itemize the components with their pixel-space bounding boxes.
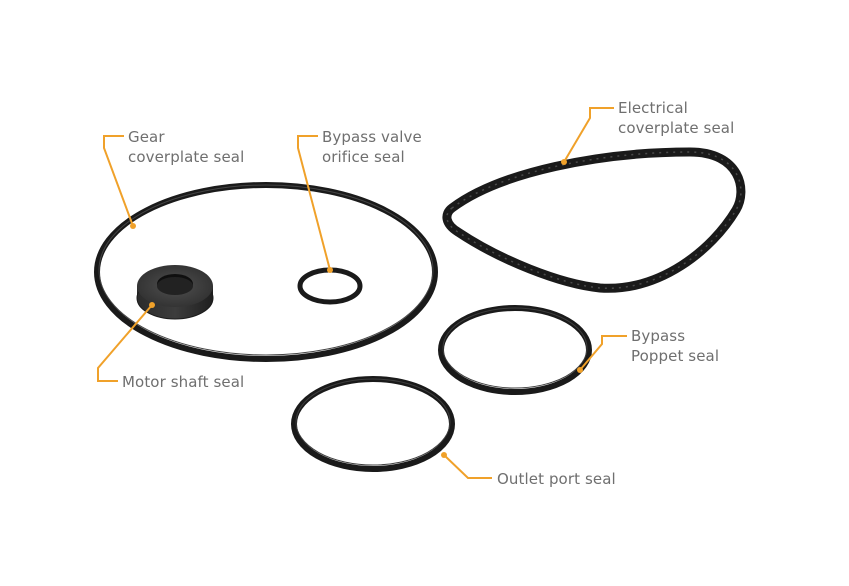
leader-gear-coverplate xyxy=(103,135,134,227)
label-bypass-valve-line-2: orifice seal xyxy=(322,148,405,166)
label-gear-coverplate-line-2: coverplate seal xyxy=(128,148,245,166)
dot-bypass-poppet xyxy=(577,367,583,373)
leader-electrical-coverplate xyxy=(563,107,614,163)
outlet-port-seal xyxy=(291,376,455,472)
label-bypass-valve-line-1: Bypass valve xyxy=(322,128,422,146)
gear-coverplate-seal xyxy=(94,182,438,362)
leader-bypass-valve-orifice xyxy=(297,135,331,271)
leader-lines xyxy=(97,107,627,479)
dot-gear-coverplate xyxy=(130,223,136,229)
dot-electrical-coverplate xyxy=(561,159,567,165)
label-motor-shaft-line-1: Motor shaft seal xyxy=(122,373,245,391)
label-bypass-poppet-seal: Bypass Poppet seal xyxy=(631,326,719,366)
motor-shaft-seal xyxy=(136,265,214,320)
leader-bypass-poppet xyxy=(579,335,627,371)
electrical-coverplate-seal xyxy=(442,147,746,293)
leader-outlet-port xyxy=(443,454,492,479)
label-electrical-line-2: coverplate seal xyxy=(618,119,735,137)
label-gear-coverplate-seal: Gear coverplate seal xyxy=(128,127,244,167)
bypass-valve-orifice-seal xyxy=(297,267,363,305)
label-gear-coverplate-line-1: Gear xyxy=(128,128,165,146)
dot-bypass-valve-orifice xyxy=(327,267,333,273)
label-bypass-poppet-line-1: Bypass xyxy=(631,327,686,345)
leader-dots xyxy=(130,159,583,458)
leader-motor-shaft xyxy=(97,304,153,382)
label-electrical-line-1: Electrical xyxy=(618,99,688,117)
dot-motor-shaft xyxy=(149,302,155,308)
label-motor-shaft-seal: Motor shaft seal xyxy=(122,372,244,392)
label-bypass-poppet-line-2: Poppet seal xyxy=(631,347,720,365)
label-outlet-port-seal: Outlet port seal xyxy=(497,469,616,489)
label-electrical-coverplate-seal: Electrical coverplate seal xyxy=(618,98,734,138)
dot-outlet-port xyxy=(441,452,447,458)
label-bypass-valve-orifice-seal: Bypass valve orifice seal xyxy=(322,127,422,167)
bypass-poppet-seal xyxy=(438,305,592,395)
label-outlet-port-line-1: Outlet port seal xyxy=(497,470,616,488)
